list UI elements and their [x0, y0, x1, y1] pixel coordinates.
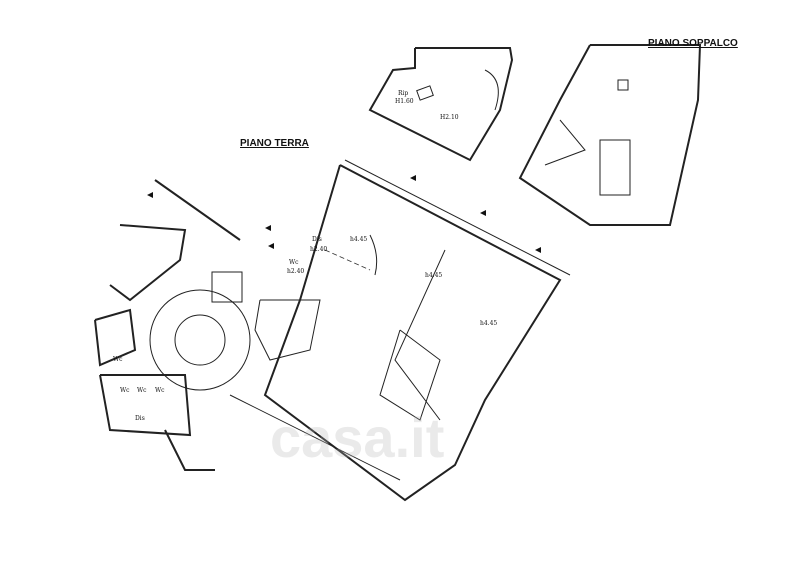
room-label-dis-2: Dis — [135, 415, 145, 422]
title-piano-terra: PIANO TERRA — [240, 138, 309, 149]
room-label-wc-a: Wc — [120, 387, 130, 394]
room-label-wc-left: Wc — [113, 356, 123, 363]
watermark: casa.it — [270, 406, 445, 469]
room-label-wc: Wc — [289, 259, 299, 266]
room-label-wc-b: Wc — [137, 387, 147, 394]
room-height-main-3: h4.45 — [480, 320, 498, 327]
room-height-mezzanine: H2.10 — [440, 114, 459, 121]
section-markers — [147, 175, 541, 253]
room-label-dis: Dis — [312, 236, 322, 243]
room-height-wc: h2.40 — [287, 268, 305, 275]
ground-floor-left-wing — [94, 179, 321, 471]
room-label-rip: Rip — [398, 90, 409, 97]
room-height-dis: h2.40 — [310, 246, 328, 253]
room-height-main-2: h4.45 — [425, 272, 443, 279]
ground-floor-main — [229, 159, 571, 502]
room-label-wc-c: Wc — [155, 387, 165, 394]
room-height-rip: H1.60 — [395, 98, 414, 105]
room-height-main-1: h4.45 — [350, 236, 368, 243]
mezzanine-right-area — [518, 44, 702, 226]
title-piano-soppalco: PIANO SOPPALCO — [648, 38, 738, 49]
mezzanine-rip-area — [368, 47, 514, 162]
